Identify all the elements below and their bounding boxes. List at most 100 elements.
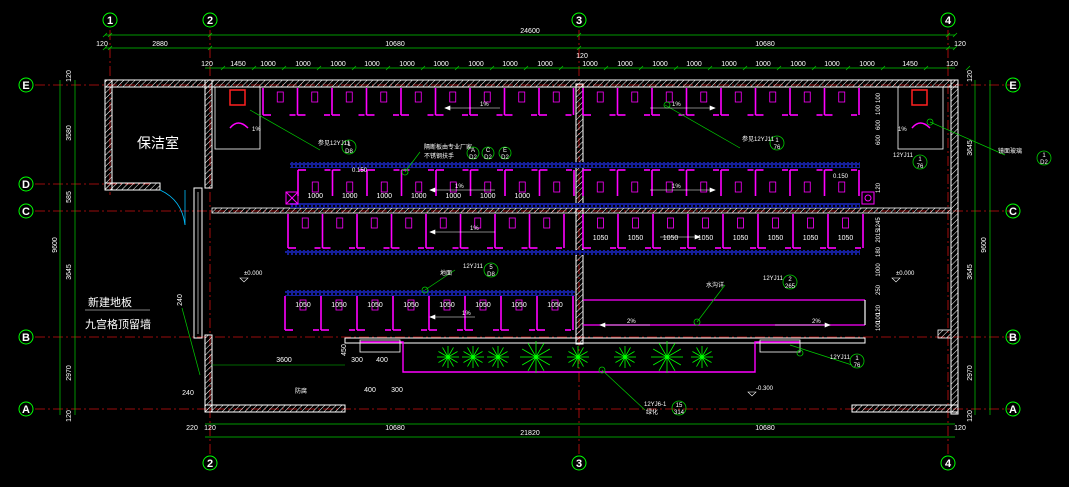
- depth-dim-text: 120: [876, 182, 882, 193]
- planter-plants: [437, 341, 713, 373]
- axis-bubble-1-top: 1: [102, 12, 118, 28]
- elevation-marks: ±0.000 ±0.000 -0.300 0.150 0.150: [239, 168, 915, 397]
- dim-text: 3600: [276, 357, 292, 364]
- bottom-stub-dims: 3600 300 400 400 300 240 450 240: [177, 294, 403, 397]
- axis-bubble-B-left: B: [18, 329, 34, 345]
- axis-bubble-4-bottom: 4: [940, 455, 956, 471]
- callout-number: 1: [775, 138, 779, 144]
- toilet-stall: 1000: [297, 169, 331, 200]
- dim-text: 120: [576, 53, 588, 60]
- dim-text: 9600: [52, 237, 59, 253]
- slope-label: 1%: [672, 102, 681, 108]
- stall-width-text: 1000: [342, 193, 358, 200]
- depth-dim-text: 600: [876, 134, 882, 145]
- stall-width-text: 1050: [768, 235, 784, 242]
- washbasin-right: [897, 86, 944, 150]
- urinal-area: [583, 299, 866, 326]
- stall-width-text: 1050: [475, 302, 491, 309]
- shrub-icon: [567, 346, 589, 368]
- toilet-stall: 1050: [284, 296, 319, 331]
- callout-code: 76: [917, 164, 924, 170]
- bay-dim-text: 1000: [260, 61, 276, 68]
- callout-number: 5: [489, 265, 493, 271]
- bay-dim-text: 1000: [617, 61, 633, 68]
- axis-label: B: [22, 332, 30, 344]
- stall-width-text: 1050: [733, 235, 749, 242]
- dim-text: 220: [186, 425, 198, 432]
- bay-dim-text: 1000: [582, 61, 598, 68]
- depth-dim-text: 1245: [876, 217, 882, 231]
- axis-label: 1: [107, 15, 113, 27]
- reference-note: 参见12YJ11: [742, 135, 775, 143]
- reference-note: 水沟详: [706, 281, 724, 289]
- toilet-stall: [651, 88, 685, 116]
- dim-text: 2970: [66, 365, 73, 381]
- dim-text: 2880: [152, 41, 168, 48]
- toilet-stall: [390, 214, 424, 249]
- depth-dim-text: 2015: [876, 229, 882, 243]
- stall-width-text: 1050: [593, 235, 609, 242]
- toilet-stall: [754, 88, 788, 116]
- bay-dim-text: 1000: [721, 61, 737, 68]
- toilet-stall: [823, 169, 857, 196]
- bay-dim-text: 1000: [686, 61, 702, 68]
- stall-width-text: 1000: [411, 193, 427, 200]
- axis-bubble-C-left: C: [18, 203, 34, 219]
- toilet-stall: [434, 88, 468, 116]
- dim-text: 300: [391, 387, 403, 394]
- depth-dim-text: 100: [876, 104, 882, 115]
- callout-code: 76: [774, 145, 781, 151]
- toilet-stall: [823, 88, 857, 116]
- toilet-stall: [425, 214, 459, 249]
- exterior-walls: [104, 79, 959, 415]
- toilet-stall: 1050: [722, 214, 756, 249]
- depth-dim-text: 100: [876, 320, 882, 331]
- toilet-stall: 1050: [392, 296, 427, 331]
- dim-text: 10680: [385, 41, 405, 48]
- shrub-icon: [487, 346, 509, 368]
- reference-note: 防腐: [295, 387, 307, 395]
- toilet-stall: 1000: [504, 169, 538, 200]
- reference-note: 隔断板由专业厂家: [424, 143, 472, 151]
- dim-text: 3580: [66, 125, 73, 141]
- bay-dim-text: 1000: [790, 61, 806, 68]
- axis-label: E: [1009, 80, 1016, 92]
- callout-code: D2: [484, 155, 492, 161]
- axis-label: C: [1009, 206, 1017, 218]
- toilet-stall: 1050: [827, 214, 861, 249]
- toilet-stall: 1000: [366, 169, 400, 200]
- entrance-door: [159, 187, 203, 339]
- bay-dim-text: 120: [946, 61, 958, 68]
- left-dimension-texts: 120 3580 585 9600 3645 2970 120: [52, 70, 73, 422]
- slope-arrows: [429, 105, 831, 328]
- callout-code: 265: [785, 284, 796, 290]
- floor-drain-icons: [285, 191, 875, 205]
- axis-bubble-A-right: A: [1005, 401, 1021, 417]
- stall-width-text: 1050: [367, 302, 383, 309]
- toilet-stall: [503, 88, 537, 116]
- shrub-icon: [520, 341, 552, 373]
- dim-text: 240: [182, 390, 194, 397]
- bay-dim-text: 1000: [364, 61, 380, 68]
- dim-text: 3645: [66, 264, 73, 280]
- slope-label: 2%: [627, 319, 636, 325]
- reference-note: 镜面玻璃: [998, 147, 1022, 155]
- reference-note: 参见12YJ11: [318, 139, 351, 147]
- shrub-icon: [614, 346, 636, 368]
- axis-bubble-2-bottom: 2: [202, 455, 218, 471]
- reference-note: 12YJ11: [893, 153, 914, 159]
- toilet-stall: [494, 214, 528, 249]
- callout-code: D8: [345, 149, 353, 155]
- callout-number: 1: [347, 142, 351, 148]
- slope-label: 1%: [898, 127, 907, 133]
- axis-bubbles-right: E C B A: [1005, 77, 1021, 417]
- depth-dim-text: 100: [876, 92, 882, 103]
- axis-bubble-B-right: B: [1005, 329, 1021, 345]
- axis-label: 3: [576, 458, 582, 470]
- toilet-stall: [321, 214, 355, 249]
- slope-label: 1%: [455, 184, 464, 190]
- callout-code: 76: [854, 363, 861, 369]
- janitor-room-label: 保洁室: [137, 135, 179, 152]
